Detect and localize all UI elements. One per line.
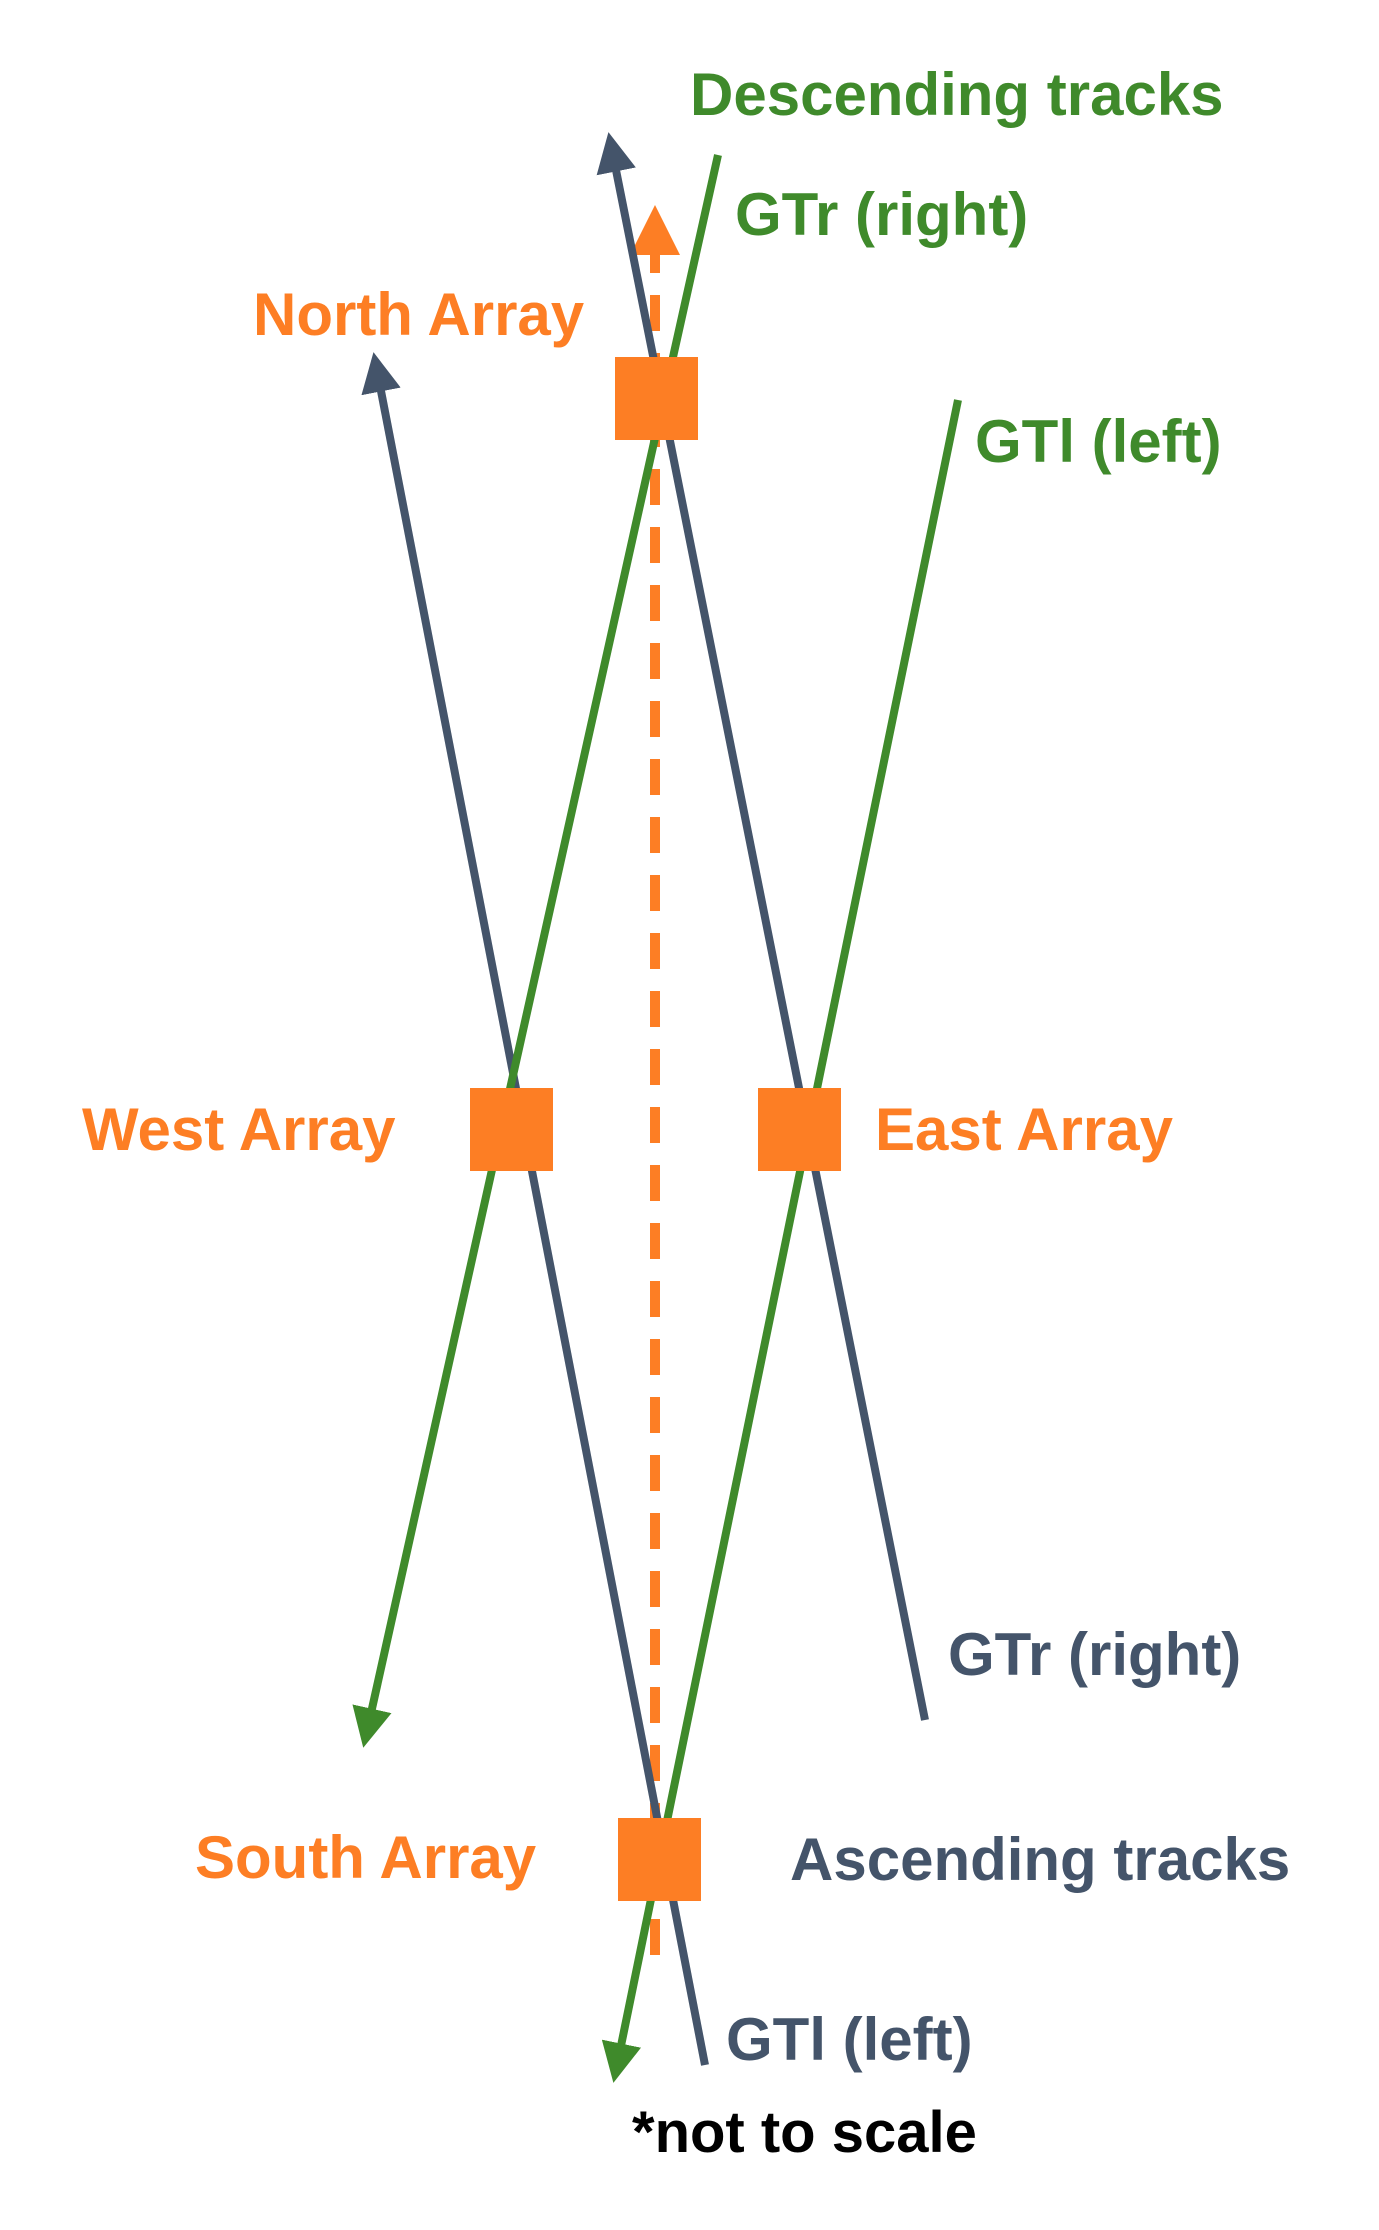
ascending-gtr-label: GTr (right)	[948, 1621, 1241, 1688]
south-array-label: South Array	[195, 1824, 537, 1891]
descending-gtr-label: GTr (right)	[735, 181, 1028, 248]
west-array-label: West Array	[82, 1096, 396, 1163]
ascending-gtl-label: GTl (left)	[726, 2006, 973, 2073]
ascending-tracks-title: Ascending tracks	[790, 1826, 1290, 1893]
north-array-marker	[615, 357, 698, 440]
south-array-marker	[618, 1818, 701, 1901]
ascending-track-gtl	[361, 352, 709, 2066]
descending-gtl-label: GTl (left)	[975, 408, 1222, 475]
descending-tracks-title: Descending tracks	[690, 61, 1224, 128]
north-array-label: North Array	[253, 281, 585, 348]
east-array-label: East Array	[875, 1096, 1174, 1163]
descending-track-gtl	[601, 399, 962, 2083]
east-array-marker	[758, 1088, 841, 1171]
west-array-marker	[470, 1088, 553, 1171]
not-to-scale-note: *not to scale	[632, 2100, 977, 2165]
